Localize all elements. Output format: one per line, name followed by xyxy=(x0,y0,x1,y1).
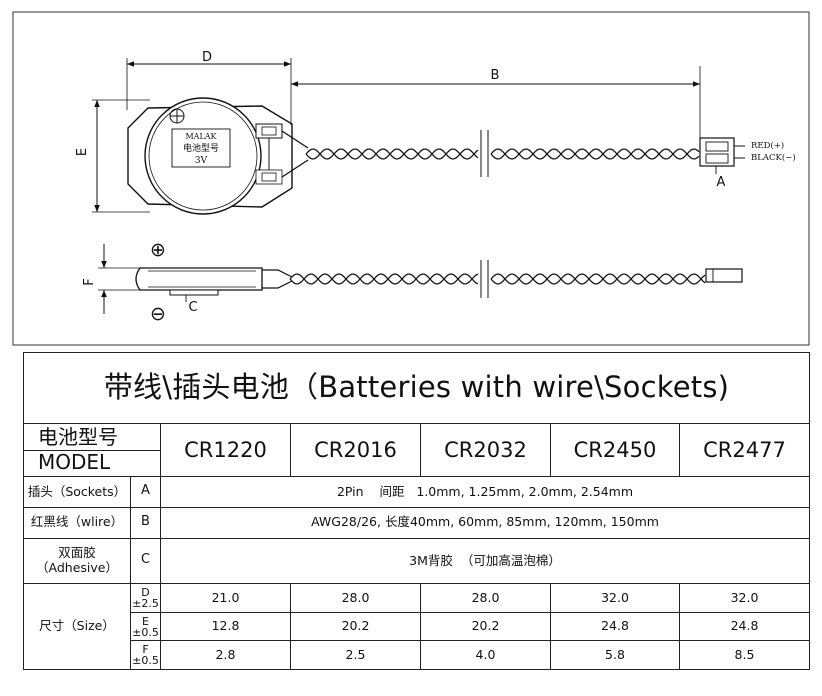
size-key-f: F ±0.5 xyxy=(130,640,161,670)
top-view: D B E MALAK 电池型号 3V xyxy=(75,50,796,215)
minus-symbol: ⊖ xyxy=(150,303,166,325)
size-e-cr2477: 24.8 xyxy=(679,611,810,642)
row-sockets: 插头（Sockets） A 2Pin 间距 1.0mm, 1.25mm, 2.0… xyxy=(23,476,810,508)
row-value-sockets: 2Pin 间距 1.0mm, 1.25mm, 2.0mm, 2.54mm xyxy=(160,476,810,508)
spec-table: 带线\插头电池（Batteries with wire\Sockets) 电池型… xyxy=(23,351,810,670)
row-key-a: A xyxy=(130,476,161,508)
solder-tab-top xyxy=(255,123,283,139)
battery-label-line2: 电池型号 xyxy=(183,142,219,154)
model-cr2450: CR2450 xyxy=(550,423,680,478)
row-adhesive: 双面胶 （Adhesive） C 3M背胶 （可加高温泡棉） xyxy=(23,537,810,585)
dim-label-b: B xyxy=(491,68,500,83)
size-e-cr1220: 12.8 xyxy=(160,611,291,642)
twisted-wire-side-b xyxy=(289,273,706,285)
side-view: ⊕ ⊖ F C xyxy=(82,239,743,325)
twisted-wire-top-b xyxy=(305,148,700,160)
dim-label-f: F xyxy=(82,278,97,285)
adhesive-pad xyxy=(169,289,219,296)
size-d-cr2032: 28.0 xyxy=(420,583,551,613)
model-cr2032: CR2032 xyxy=(420,423,551,478)
size-d-cr2016: 28.0 xyxy=(290,583,421,613)
battery-side-body xyxy=(135,267,263,291)
size-key-d-tol: ±2.5 xyxy=(132,596,159,610)
battery-label-line1: MALAK xyxy=(185,132,217,141)
connector-label-black: BLACK(−) xyxy=(751,152,796,163)
model-header-en: MODEL xyxy=(38,450,111,475)
size-d-cr2450: 32.0 xyxy=(550,583,680,613)
battery-plate-outline xyxy=(127,105,293,208)
size-e-cr2450: 24.8 xyxy=(550,611,680,642)
row-label-sockets: 插头（Sockets） xyxy=(23,476,131,508)
table-title: 带线\插头电池（Batteries with wire\Sockets) xyxy=(23,351,810,425)
adhesive-label-en: （Adhesive） xyxy=(36,559,118,575)
size-f-cr1220: 2.8 xyxy=(160,640,291,670)
size-key-d: D ±2.5 xyxy=(130,583,161,613)
size-key-f-tol: ±0.5 xyxy=(132,654,159,668)
size-key-e-letter: E xyxy=(142,614,149,628)
row-size-d: 尺寸（Size） D ±2.5 21.0 28.0 28.0 32.0 32.0 xyxy=(23,583,810,670)
model-cr1220: CR1220 xyxy=(160,423,291,478)
size-e-cr2032: 20.2 xyxy=(420,611,551,642)
model-cr2477: CR2477 xyxy=(679,423,810,478)
size-key-e: E ±0.5 xyxy=(130,611,161,642)
size-d-cr1220: 21.0 xyxy=(160,583,291,613)
battery-label-line3: 3V xyxy=(195,156,208,166)
drawing-frame xyxy=(12,11,810,346)
connector-label-red: RED(+) xyxy=(751,140,784,151)
size-key-e-tol: ±0.5 xyxy=(132,625,159,639)
row-wire: 红黑线（wlire） B AWG28/26, 长度40mm, 60mm, 85m… xyxy=(23,506,810,539)
row-key-c: C xyxy=(130,537,161,585)
row-label-wire: 红黑线（wlire） xyxy=(23,506,131,539)
size-f-cr2016: 2.5 xyxy=(290,640,421,670)
row-value-adhesive: 3M背胶 （可加高温泡棉） xyxy=(160,537,810,585)
dim-label-e: E xyxy=(75,148,90,156)
row-key-b: B xyxy=(130,506,161,539)
size-key-f-letter: F xyxy=(142,643,149,657)
size-f-cr2477: 8.5 xyxy=(679,640,810,670)
twisted-wire-top-a xyxy=(305,148,700,160)
size-key-d-letter: D xyxy=(141,585,150,599)
row-label-adhesive: 双面胶 （Adhesive） xyxy=(23,537,131,585)
solder-tab-bottom xyxy=(255,169,283,185)
twisted-wire-side-a xyxy=(289,273,706,285)
plus-symbol: ⊕ xyxy=(150,239,166,261)
size-f-cr2032: 4.0 xyxy=(420,640,551,670)
size-e-cr2016: 20.2 xyxy=(290,611,421,642)
size-f-cr2450: 5.8 xyxy=(550,640,680,670)
technical-drawing: D B E MALAK 电池型号 3V xyxy=(12,11,810,346)
model-cr2016: CR2016 xyxy=(290,423,421,478)
connector-side xyxy=(705,268,743,283)
size-d-cr2477: 32.0 xyxy=(679,583,810,613)
row-value-wire: AWG28/26, 长度40mm, 60mm, 85mm, 120mm, 150… xyxy=(160,506,810,539)
battery-label-box xyxy=(171,128,231,168)
model-header-cn: 电池型号 xyxy=(24,426,160,451)
dim-label-c: C xyxy=(188,300,197,315)
dim-label-a: A xyxy=(717,175,726,190)
row-size-f: F ±0.5 2.8 2.5 4.0 5.8 8.5 xyxy=(24,640,810,670)
size-label: 尺寸（Size） xyxy=(23,583,131,670)
dim-label-d: D xyxy=(202,50,212,65)
adhesive-label-cn: 双面胶 xyxy=(58,545,96,561)
model-header: 电池型号 MODEL xyxy=(23,423,161,478)
row-size-e: E ±0.5 12.8 20.2 20.2 24.8 24.8 xyxy=(24,611,810,642)
